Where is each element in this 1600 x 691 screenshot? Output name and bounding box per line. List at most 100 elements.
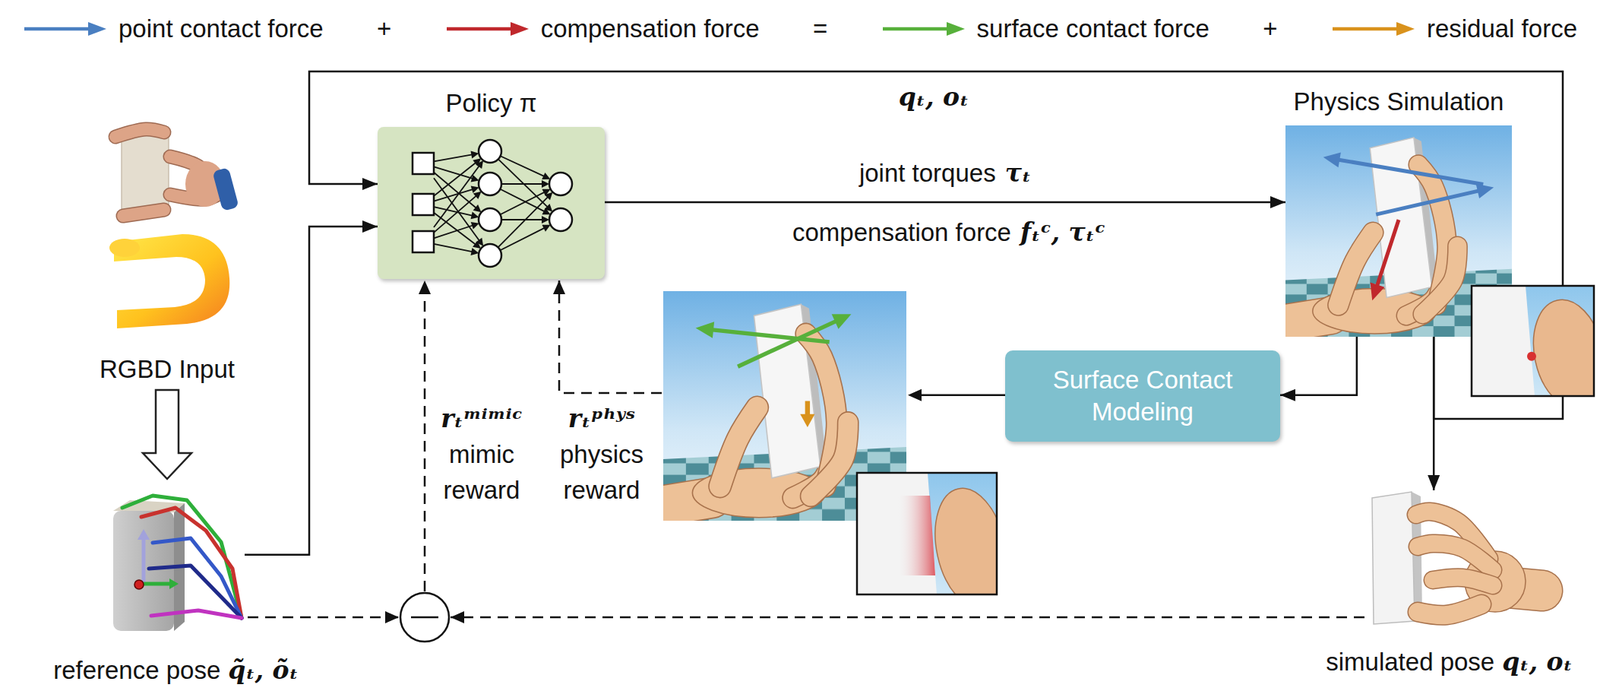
hand-photo [115,129,165,137]
input-unit [412,193,434,216]
network-link-head [541,224,551,232]
legend-arrow [24,27,89,32]
network-link-head [541,207,551,215]
contact-patch [897,495,936,576]
reward-line-head [450,610,465,623]
neuron [478,243,502,267]
object-axis [143,581,171,586]
label-group: compensation force fₜᶜ, τₜᶜ [792,218,1106,247]
input-unit [412,230,434,253]
contact-point [1527,351,1537,361]
network-link [499,189,544,212]
hand-photo [123,209,165,216]
reward-label: mimic reward [443,436,521,508]
node-title: RGBD Input [99,354,235,383]
hand-skeleton [151,610,242,618]
node-illustration [107,484,245,633]
network-link-head [541,215,550,224]
network-link-head [541,180,550,188]
connector [604,201,1286,204]
network-link [433,177,480,241]
edge-note: compensation force [792,218,1012,247]
pose-symbol: qₜ, oₜ [1501,647,1573,677]
text-holder: Physics Simulation [1293,87,1505,117]
connector [1280,336,1357,396]
reward-line [559,280,662,393]
network-link [433,206,473,216]
finger-outline [1422,246,1458,314]
text-holder: simulated poseqₜ, oₜ [1325,647,1573,677]
finger [720,407,758,487]
residual-arrow [805,401,810,415]
network-link [498,196,549,247]
hand-skeleton [141,507,242,618]
network-link [501,218,543,221]
pose-symbol: q̃ₜ, õₜ [227,655,299,685]
inset-card [856,472,937,595]
fingertip [924,481,997,595]
legend-arrow-sample [445,19,531,38]
math-symbol: fₜᶜ, τₜᶜ [1020,218,1106,247]
surface-contact-arrow-head [831,313,852,329]
neuron [549,208,573,231]
reward-symbol: rₜᵖʰʸˢ [568,401,636,437]
neuron [478,172,502,196]
node-illustration [1367,490,1531,625]
network-link [500,155,545,177]
network-link-head [541,172,551,180]
network-link-head [475,160,484,169]
network-link [499,192,544,215]
node-title: Physics Simulation [1293,87,1505,116]
label-group: joint torques τₜ [859,158,1031,188]
network-link [433,189,473,202]
network-link-head [472,240,481,249]
network-link-head [544,192,554,201]
node-title: Surface Contact Modeling [1032,363,1253,428]
connector [1432,336,1436,491]
node-illustration [91,120,244,384]
legend-item: point contact force [22,14,324,44]
network-link [501,183,543,185]
connector [244,226,378,555]
network-link [433,154,472,162]
hand-photo-outline [115,129,165,137]
input-unit [412,152,434,174]
reward-label: physics reward [559,436,644,508]
neuron [478,208,502,231]
legend-arrow [446,27,512,32]
surface-contact-arrow [737,321,836,367]
label-group: rₜᵐⁱᵐⁱᶜmimic reward [440,401,523,508]
policy-box: Policy π [377,126,605,279]
reward-line [247,616,399,619]
hand-skeleton [122,495,242,618]
finger [810,422,848,497]
zoom-inset-group [1471,285,1600,415]
input-panel: RGBD Input [91,120,244,384]
legend-text: surface contact force [977,14,1210,44]
object-axis [142,538,146,584]
surface-contact-arrow-head [695,321,715,338]
legend-arrow-head [1396,22,1415,36]
neuron [549,172,573,196]
edge-label: joint torques [859,158,997,188]
network-link [499,227,544,250]
flow-arrow-head [907,388,922,402]
legend-arrow-head [946,22,965,36]
network-link [433,243,472,252]
reward-symbol: rₜᵐⁱᵐⁱᶜ [440,401,523,437]
legend-item: compensation force [445,14,760,44]
fingertip [1524,293,1594,396]
flow-arrow [920,394,1006,397]
legend-text: point contact force [118,14,324,44]
compensation-arrow-head [1370,281,1385,301]
finger-outline [1417,543,1493,570]
finger [1338,232,1374,305]
math-symbol: τₜ [1005,158,1031,188]
finger [1432,577,1493,585]
neuron [478,139,502,163]
card-photo [121,130,169,215]
reward-line-head [418,280,431,295]
network-link-head [471,151,480,159]
